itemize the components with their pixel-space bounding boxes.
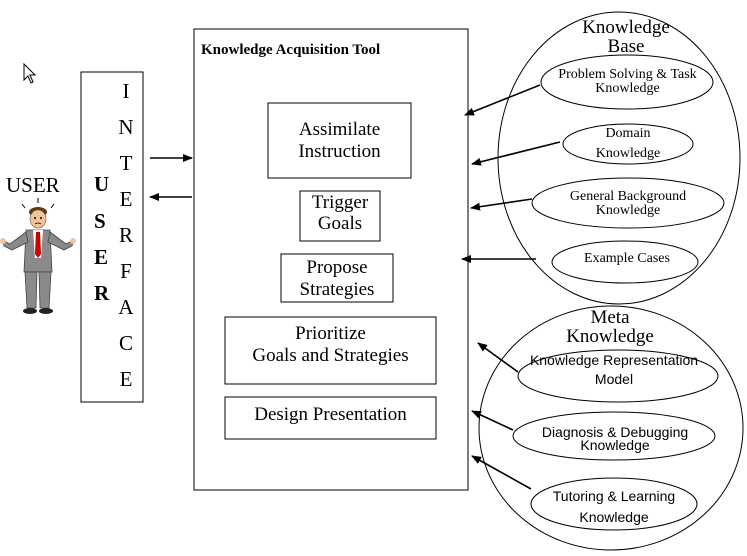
ui-letter-right: N	[118, 115, 134, 139]
kb-item-example-cases: Example Cases	[584, 251, 670, 266]
meta-knowledge-title-line1: Meta	[590, 307, 630, 328]
ui-letter-right: A	[118, 295, 134, 319]
meta-item-representation-line1: Knowledge Representation	[529, 352, 699, 368]
kb-item-domain-line1: Domain	[605, 126, 651, 141]
kb-item-problem-solving-line2: Knowledge	[595, 81, 660, 96]
mouse-pointer-icon	[23, 62, 37, 84]
meta-item-ellipse-tutoring	[530, 477, 698, 531]
kb-item-problem-solving-line1: Problem Solving & Task	[558, 67, 697, 82]
ui-letter-left: E	[94, 245, 109, 269]
meta-item-tutoring-line2: Knowledge	[579, 509, 649, 525]
module-prioritize-line2: Goals and Strategies	[252, 345, 409, 366]
ui-letter-left: S	[94, 209, 106, 233]
module-trigger-line1: Trigger	[311, 192, 369, 213]
module-box-trigger	[299, 190, 381, 242]
ui-letter-left: U	[94, 172, 110, 196]
ui-letter-right: T	[119, 151, 133, 175]
module-trigger-line2: Goals	[317, 213, 363, 234]
meta-item-representation-line2: Model	[594, 371, 634, 387]
ui-letter-right: E	[119, 367, 133, 391]
meta-knowledge-title-line2: Knowledge	[566, 326, 654, 347]
meta-knowledge-ellipse	[478, 305, 744, 551]
arrow-meta-tutoring	[471, 455, 532, 490]
ui-letter-left: R	[94, 281, 110, 305]
ui-letter-right: C	[118, 331, 133, 355]
ui-letter-right: E	[119, 187, 133, 211]
module-prioritize-line1: Prioritize	[295, 323, 366, 344]
meta-item-diagnosis-line1: Diagnosis & Debugging	[541, 424, 689, 440]
ui-letter-right: R	[118, 223, 133, 247]
ui-letter-right: I	[122, 79, 130, 103]
kb-item-ellipse-problem-solving	[540, 54, 714, 110]
knowledge-base-title-line2: Base	[607, 36, 645, 57]
module-box-design	[224, 396, 437, 440]
module-assimilate-line2: Instruction	[298, 141, 381, 162]
module-assimilate-line1: Assimilate	[298, 119, 381, 140]
kb-item-general-background-line2: Knowledge	[595, 203, 661, 218]
arrow-meta-representation	[477, 342, 519, 373]
module-propose-line2: Strategies	[299, 279, 375, 300]
module-box-propose	[280, 253, 394, 303]
user-label: USER	[6, 173, 60, 197]
kb-item-ellipse-example-cases	[551, 240, 699, 284]
knowledge-base-title-line1: Knowledge	[582, 17, 670, 38]
businessman-shrugging-icon	[0, 198, 76, 314]
meta-item-diagnosis-line2: Knowledge	[580, 437, 650, 453]
meta-item-tutoring-line1: Tutoring & Learning	[552, 488, 676, 504]
kb-item-ellipse-domain	[562, 123, 694, 165]
tool-title: Knowledge Acquisition Tool	[201, 42, 381, 58]
kb-item-general-background-line1: General Background	[569, 189, 687, 204]
module-propose-line1: Propose	[306, 257, 368, 278]
arrow-kb-domain	[471, 141, 561, 166]
arrow-kb-problem-solving	[464, 84, 541, 116]
user-interface-box	[80, 71, 144, 403]
kb-item-domain-line2: Knowledge	[595, 146, 661, 161]
meta-item-ellipse-representation	[517, 349, 719, 403]
meta-item-ellipse-diagnosis	[512, 411, 716, 461]
ui-letter-right: F	[120, 259, 132, 283]
arrow-kb-general-background	[470, 198, 533, 211]
module-box-prioritize	[224, 316, 437, 385]
module-box-assimilate	[267, 102, 412, 179]
module-design-line1: Design Presentation	[254, 404, 407, 425]
arrow-meta-diagnosis	[471, 410, 514, 431]
kb-item-ellipse-general-background	[531, 177, 725, 229]
